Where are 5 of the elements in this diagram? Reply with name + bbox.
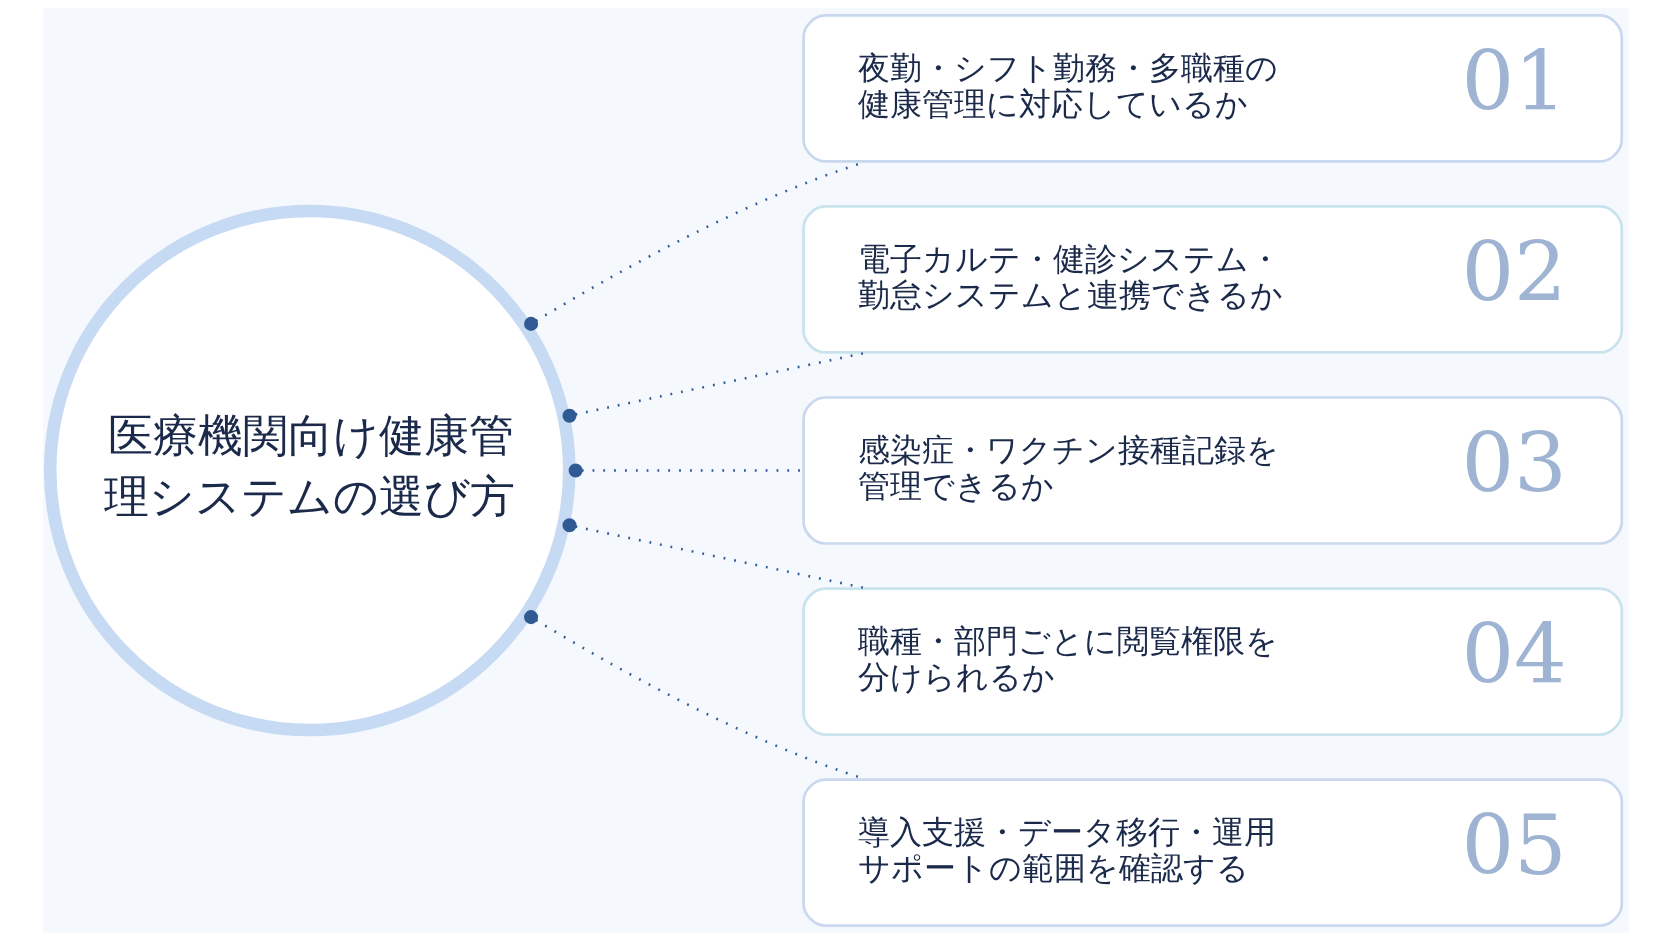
node-box: 電子カルテ・健診システム・勤怠システムと連携できるか 02 (802, 205, 1624, 354)
node-box: 導入支援・データ移行・運用サポートの範囲を確認する 05 (802, 778, 1624, 927)
node-box: 職種・部門ごとに閲覧権限を分けられるか 04 (802, 587, 1624, 736)
node-box: 感染症・ワクチン接種記録を管理できるか 03 (802, 396, 1624, 545)
node-box: 夜勤・シフト勤務・多職種の健康管理に対応しているか 01 (802, 14, 1624, 163)
